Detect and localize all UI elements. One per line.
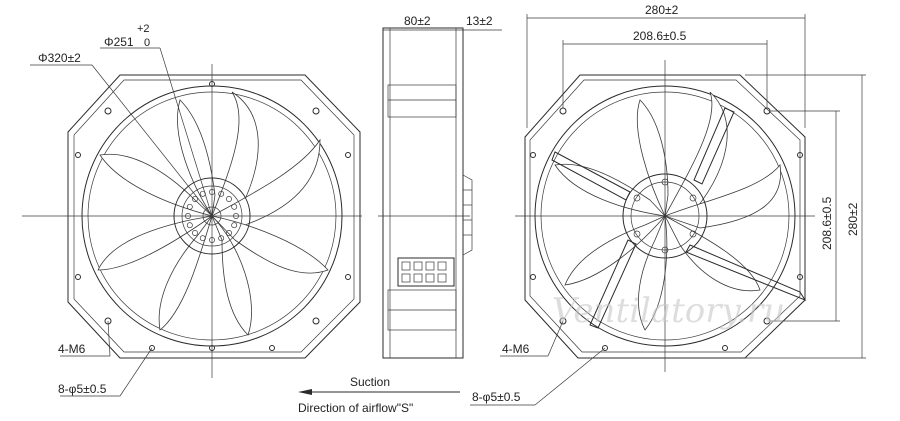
- watermark: Ventilatory.ru: [552, 291, 785, 331]
- dim-width: 280±2: [645, 3, 679, 17]
- terminal-block: [397, 257, 455, 287]
- rear-view: 280±2 208.6±0.5 208.6±0.5 280±2 4-M6 8-φ…: [470, 3, 866, 406]
- dim-phi251-tol-lower: 0: [144, 37, 150, 49]
- dim-flange: 13±2: [466, 14, 493, 28]
- rear-label-holes: 8-φ5±0.5: [472, 390, 521, 404]
- front-label-m6: 4-M6: [58, 342, 86, 356]
- hub-rivet: [186, 222, 193, 229]
- front-housing: [67, 74, 361, 359]
- hub-rivet: [226, 230, 232, 236]
- side-fins: [462, 174, 473, 256]
- airflow-arrow-head: [298, 389, 312, 395]
- dim-hole-spacing-v: 208.6±0.5: [820, 196, 834, 250]
- direction-label: Direction of airflow"S": [298, 401, 413, 415]
- hub-rivet: [192, 196, 198, 202]
- front-view: Φ320±2 Φ251 +2 0 4-M6 8-φ5±0.5: [22, 23, 362, 397]
- front-label-holes: 8-φ5±0.5: [58, 382, 107, 396]
- hub-rivet: [199, 235, 206, 242]
- hub-rivet: [231, 222, 238, 229]
- hub-rivet: [226, 196, 232, 202]
- hub-rivet: [218, 190, 225, 197]
- dim-hole-spacing-h: 208.6±0.5: [633, 29, 687, 43]
- hub-rivet: [186, 203, 193, 210]
- side-view: 80±2 13±2: [378, 14, 502, 359]
- dim-depth: 80±2: [404, 14, 431, 28]
- rear-label-m6: 4-M6: [502, 342, 530, 356]
- rear-housing-inner: [529, 79, 801, 353]
- hub-rivet: [192, 230, 198, 236]
- dim-height: 280±2: [846, 202, 860, 236]
- dim-phi320: Φ320±2: [38, 51, 81, 65]
- front-housing-inner: [73, 79, 355, 353]
- front-hub-rivets: [185, 189, 239, 243]
- hub-rivet: [218, 235, 225, 242]
- front-blades: [97, 91, 329, 336]
- airflow-indicator: Suction Direction of airflow"S": [298, 375, 460, 415]
- suction-label: Suction: [350, 375, 390, 389]
- terminal-screws: [401, 261, 447, 283]
- dim-phi251: Φ251: [104, 35, 134, 49]
- side-outline: [382, 27, 464, 359]
- hub-rivet: [231, 203, 238, 210]
- dim-phi251-tol-upper: +2: [137, 23, 150, 35]
